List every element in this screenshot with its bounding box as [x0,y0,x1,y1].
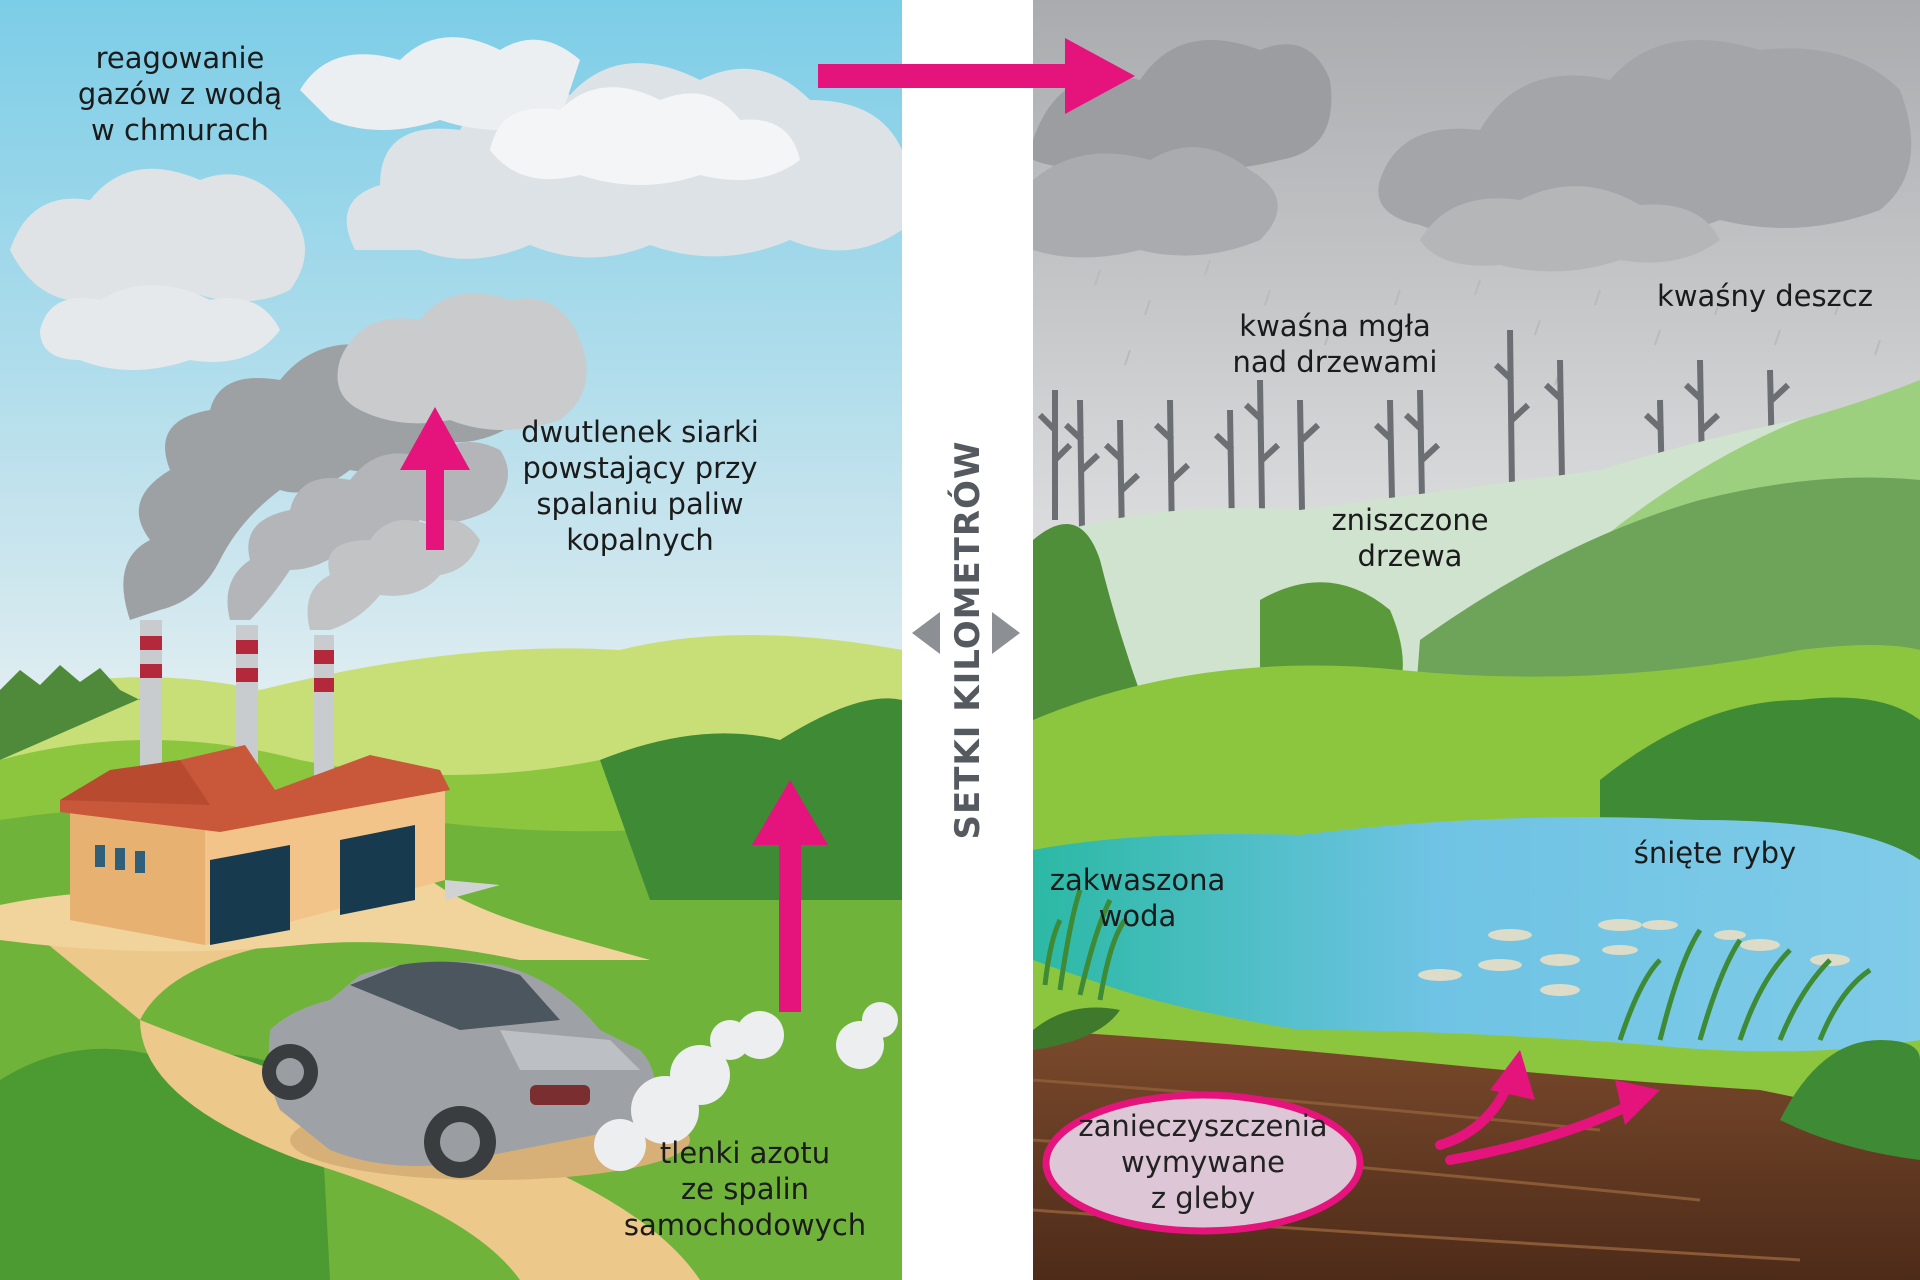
label-nitrogen-oxides: tlenki azotu ze spalin samochodowych [623,1136,867,1242]
rain [1094,259,1881,386]
arrow-clouds-to-rain [818,38,1135,114]
fish [1418,919,1850,996]
label-soil-leaching: zanieczyszczenia wymywane z gleby [1078,1109,1328,1215]
label-sulfur-dioxide: dwutlenek siarki powstający przy spalani… [521,415,759,557]
dead-trees [1037,329,1791,541]
arrow-up-nitrogen [752,780,828,1012]
factory [60,620,500,945]
left-panel [0,0,902,1280]
label-acid-rain: kwaśny deszcz [1657,279,1873,313]
label-acidified-water: zakwaszona woda [1049,863,1226,933]
treeline-left [0,665,160,760]
car [262,961,690,1180]
label-clouds-reaction: reagowanie gazów z wodą w chmurach [77,41,283,147]
distance-arrows [912,612,1020,654]
arrowhead-soil-1 [1490,1050,1535,1100]
label-dead-fish: śnięte ryby [1633,836,1797,870]
lake [1033,817,1920,1052]
top-clouds [300,37,902,259]
arrowhead-soil-2 [1615,1080,1660,1125]
road [0,880,700,1280]
soil-leaching-oval [1042,1091,1364,1235]
reeds [1042,889,1872,1041]
label-acid-fog: kwaśna mgła nad drzewami [1232,309,1438,379]
right-panel [1033,0,1920,1280]
storm-clouds [1033,40,1912,272]
exhaust [594,1002,898,1171]
arrow-up-sulfur [400,407,470,550]
label-damaged-trees: zniszczone drzewa [1331,503,1489,573]
left-clouds [10,168,305,370]
